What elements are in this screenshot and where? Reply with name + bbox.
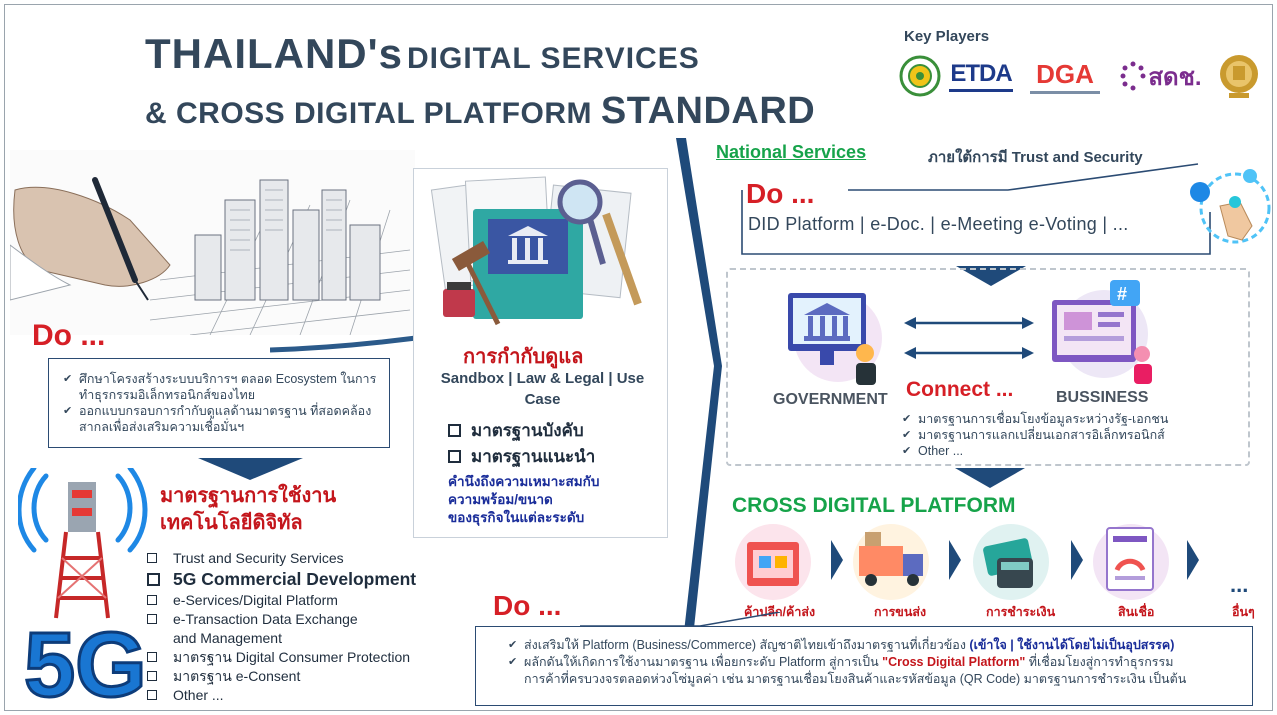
bottom-do-box: ส่งเสริมให้ Platform (Business/Commerce)… bbox=[475, 626, 1253, 706]
tech-standard-item-cont: and Management bbox=[173, 630, 282, 646]
connect-bullet: มาตรฐานการแลกเปลี่ยนเอกสารอิเล็กทรอนิกส์ bbox=[900, 427, 1168, 443]
page-frame bbox=[4, 4, 1273, 711]
5g-tower-illustration: 5G bbox=[18, 468, 148, 706]
regulation-title: การกำกับดูแล bbox=[463, 346, 584, 368]
national-services-bracket bbox=[741, 163, 1211, 255]
crest-logo bbox=[1215, 52, 1263, 100]
two-way-arrows bbox=[904, 317, 1034, 359]
connect-bullet: Other ... bbox=[900, 443, 1168, 459]
title-line-2: & CROSS DIGITAL PLATFORM STANDARD bbox=[145, 90, 816, 132]
bottom-do-bullet: ผลักดันให้เกิดการใช้งานมาตรฐาน เพื่อยกระ… bbox=[506, 654, 1242, 688]
national-services-title: National Services bbox=[716, 142, 867, 162]
national-do-label: Do ... bbox=[746, 178, 815, 209]
tech-standard-item: มาตรฐาน e-Consent bbox=[147, 667, 416, 686]
business-label: BUSSINESS bbox=[1056, 389, 1149, 406]
government-illustration bbox=[788, 293, 882, 385]
digital-hand-illustration bbox=[1190, 169, 1271, 244]
left-do-box: ศึกษาโครงสร้างระบบบริการฯ ตลอด Ecosystem… bbox=[48, 358, 390, 448]
connect-list: มาตรฐานการเชื่อมโยงข้อมูลระหว่างรัฐ-เอกช… bbox=[900, 411, 1168, 459]
connect-bullet: มาตรฐานการเชื่อมโยงข้อมูลระหว่างรัฐ-เอกช… bbox=[900, 411, 1168, 427]
national-services-subtitle: ภายใต้การมี Trust and Security bbox=[928, 149, 1143, 166]
dga-logo: DGA bbox=[1025, 52, 1105, 100]
key-players-title: Key Players bbox=[904, 28, 990, 45]
connect-down-arrow bbox=[955, 468, 1025, 488]
national-down-arrow bbox=[956, 266, 1026, 286]
divider-chevron bbox=[676, 138, 722, 703]
cdp-step-credit: สินเชื่อ bbox=[1118, 605, 1155, 619]
tech-standard-item: มาตรฐาน Digital Consumer Protection bbox=[147, 648, 416, 667]
tech-standard-item: 5G Commercial Development bbox=[147, 568, 416, 591]
tech-standard-item: e-Transaction Data Exchange bbox=[147, 610, 416, 629]
bottom-do-label: Do ... bbox=[493, 590, 562, 621]
regulation-subtitle: Sandbox | Law & Legal | Use Case bbox=[440, 370, 645, 408]
cdp-step-logistics: การขนส่ง bbox=[874, 605, 927, 619]
bottom-do-bullet: ส่งเสริมให้ Platform (Business/Commerce)… bbox=[506, 637, 1242, 654]
checkbox-square bbox=[448, 450, 461, 463]
tech-standard-item: Other ... bbox=[147, 686, 416, 705]
regulation-note: คำนึงถึงความเหมาะสมกับ ความพร้อม/ขนาด ขอ… bbox=[448, 474, 600, 525]
checkbox-square bbox=[448, 424, 461, 437]
left-do-bullet: ศึกษาโครงสร้างระบบบริการฯ ตลอด Ecosystem… bbox=[61, 371, 379, 403]
left-do-label: Do ... bbox=[32, 319, 106, 352]
government-label: GOVERNMENT bbox=[773, 391, 888, 408]
tech-standard-list: Trust and Security Services 5G Commercia… bbox=[147, 549, 416, 705]
tech-standard-item: Trust and Security Services bbox=[147, 549, 416, 568]
national-services-list: DID Platform | e-Doc. | e-Meeting e-Voti… bbox=[748, 214, 1129, 234]
tech-standard-item: e-Services/Digital Platform bbox=[147, 591, 416, 610]
connect-box bbox=[726, 268, 1250, 466]
connect-label: Connect ... bbox=[906, 378, 1014, 401]
ministry-seal-logo bbox=[897, 52, 943, 100]
left-down-arrow bbox=[198, 458, 303, 480]
cdp-step-more: อื่นๆ bbox=[1232, 605, 1255, 619]
svg-text:#: # bbox=[1117, 284, 1127, 304]
business-illustration: # bbox=[1052, 280, 1152, 384]
left-do-bullet: ออกแบบกรอบการกำกับดูแลด้านมาตรฐาน ที่สอด… bbox=[61, 403, 379, 435]
mandatory-standard-item: มาตรฐานบังคับ bbox=[448, 417, 584, 444]
cdp-more-dots: ... bbox=[1230, 572, 1249, 597]
key-players-logos: ETDA DGA สดช. bbox=[895, 52, 1270, 104]
legal-documents-illustration bbox=[430, 176, 642, 326]
cdp-title: CROSS DIGITAL PLATFORM bbox=[732, 494, 1016, 517]
onde-logo: สดช. bbox=[1111, 52, 1211, 100]
cdp-steps-illustration bbox=[735, 524, 1199, 600]
tech-standard-title: มาตรฐานการใช้งาน เทคโนโลยีดิจิทัล bbox=[160, 485, 337, 534]
etda-logo: ETDA bbox=[945, 52, 1017, 100]
city-sketch-illustration bbox=[10, 150, 415, 335]
recommended-standard-item: มาตรฐานแนะนำ bbox=[448, 443, 595, 470]
cdp-step-payment: การชำระเงิน bbox=[986, 605, 1056, 619]
5g-badge: 5G bbox=[24, 614, 147, 706]
